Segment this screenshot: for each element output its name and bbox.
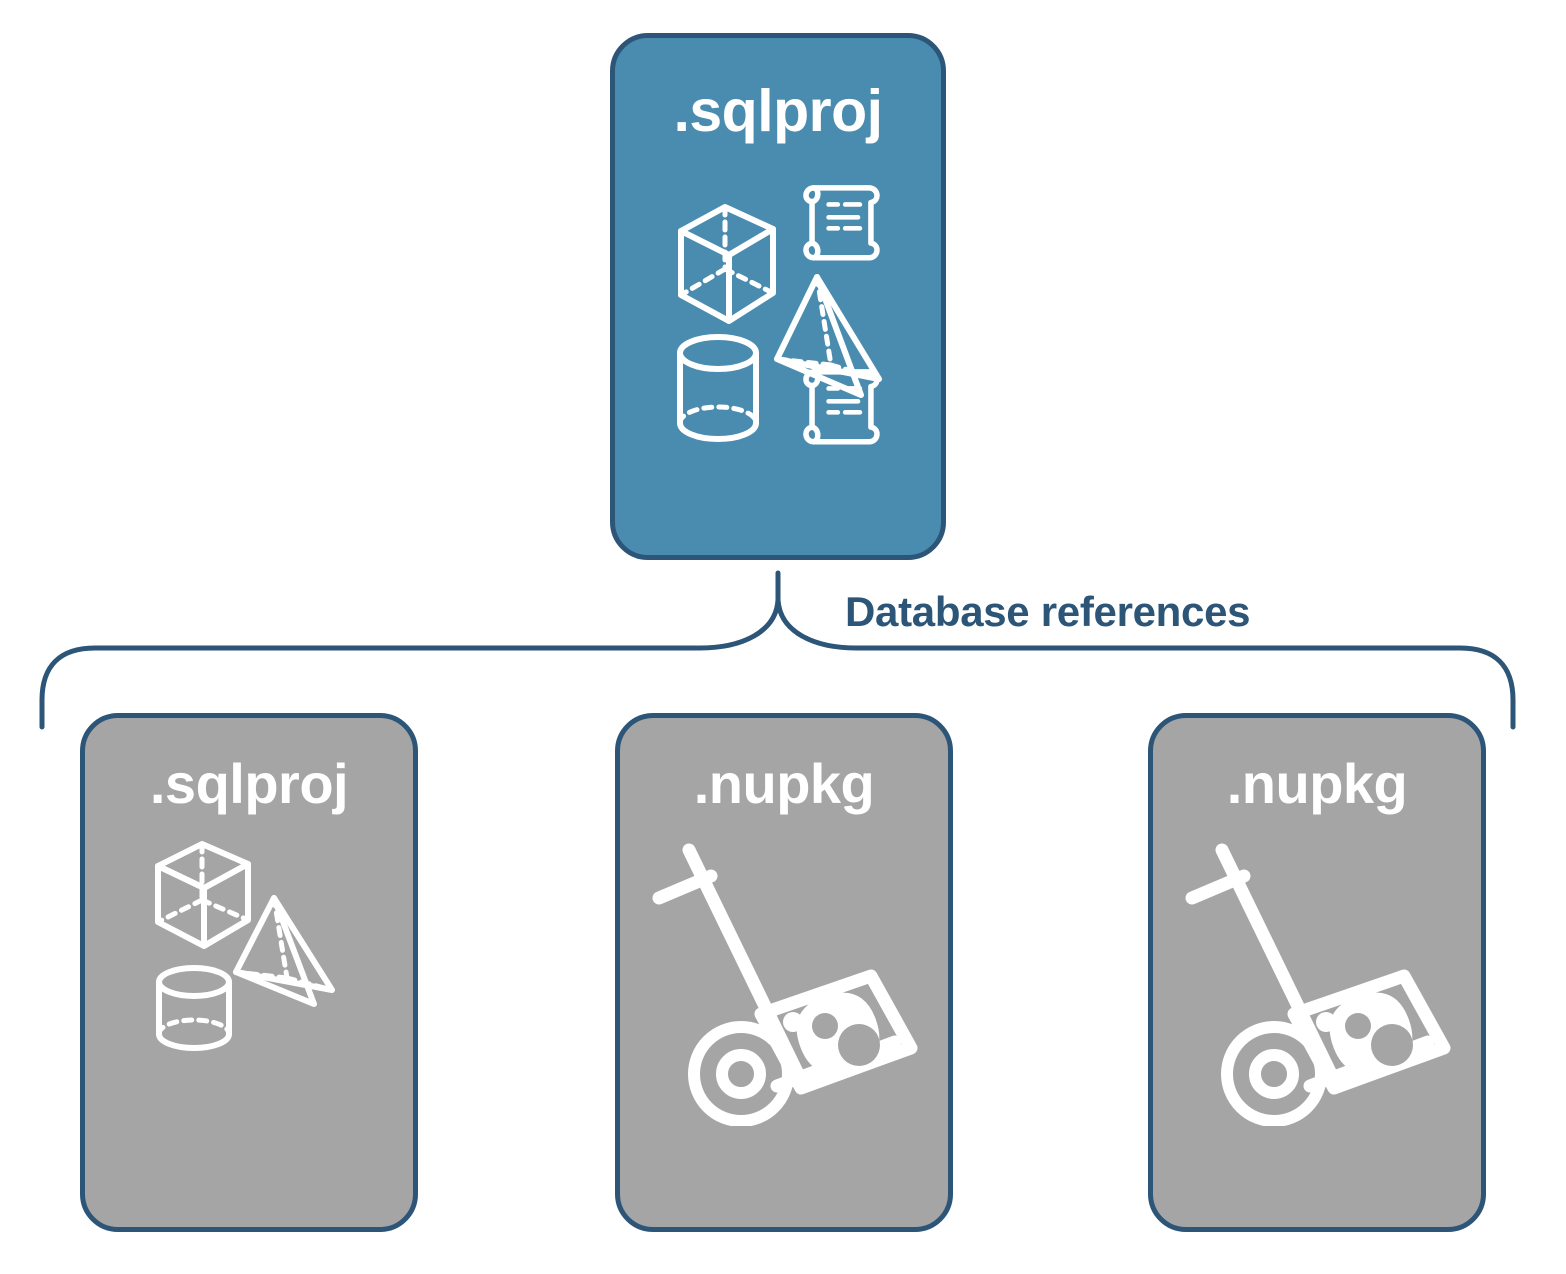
cylinder-icon: [677, 334, 759, 442]
scroll-icon: [803, 185, 880, 261]
cube-icon: [678, 204, 776, 324]
card-reference-nupkg-2[interactable]: .nupkg: [1148, 713, 1486, 1232]
card-root-title: .sqlproj: [673, 78, 883, 144]
hand-truck-package-icon: [1185, 843, 1451, 1127]
nuget-logo-cutouts: [812, 1013, 880, 1066]
pyramid-icon: [774, 274, 882, 398]
root-card-icon-group: [663, 173, 893, 458]
pyramid-icon: [233, 895, 335, 1007]
card-reference-sqlproj-title: .sqlproj: [149, 752, 349, 815]
database-references-label: Database references: [845, 588, 1251, 635]
card-reference-nupkg-2-title: .nupkg: [1226, 752, 1408, 815]
nuget-logo-cutouts: [1345, 1013, 1413, 1066]
card-reference-nupkg-1-title: .nupkg: [693, 752, 875, 815]
cube-icon: [155, 841, 251, 949]
scroll-icon: [803, 369, 880, 445]
package-box-icon: [1287, 969, 1451, 1095]
reference-sqlproj-icon-group: [144, 836, 354, 1061]
reference-nupkg-1-icon-group: [649, 836, 919, 1131]
card-reference-sqlproj[interactable]: .sqlproj: [80, 713, 418, 1232]
card-root-sqlproj[interactable]: .sqlproj: [610, 33, 946, 560]
reference-nupkg-2-icon-group: [1182, 836, 1452, 1131]
cylinder-icon: [156, 965, 232, 1051]
hand-truck-package-icon: [652, 843, 918, 1127]
card-reference-nupkg-1[interactable]: .nupkg: [615, 713, 953, 1232]
package-box-icon: [754, 969, 918, 1095]
